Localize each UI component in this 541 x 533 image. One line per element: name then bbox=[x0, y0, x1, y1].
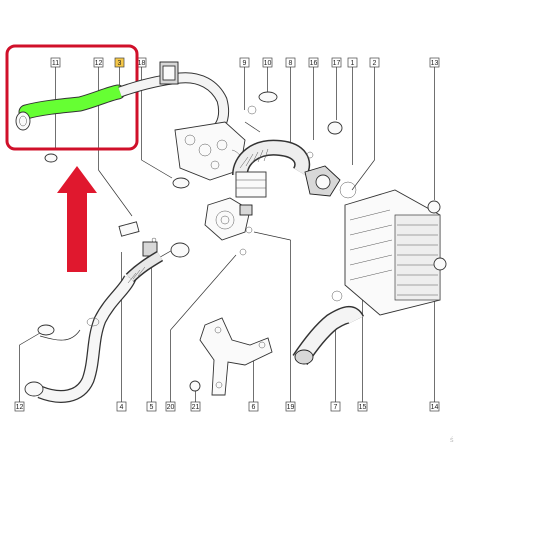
hose-clamp bbox=[37, 324, 55, 336]
callout-label: 12 bbox=[16, 404, 24, 411]
corrugated-hose bbox=[232, 91, 311, 198]
connector-small bbox=[118, 221, 158, 257]
callout-label: 11 bbox=[52, 60, 59, 67]
callout-label: 8 bbox=[289, 60, 293, 67]
watermark: ś bbox=[450, 437, 454, 444]
grommet-21 bbox=[189, 380, 201, 392]
grommet-14 bbox=[433, 257, 447, 271]
sensor-16 bbox=[304, 121, 357, 199]
callout-label: 7 bbox=[334, 404, 338, 411]
outlet-pipe bbox=[292, 306, 365, 366]
callout-label: 13 bbox=[431, 60, 439, 67]
callout-label: 5 bbox=[150, 404, 154, 411]
hose-clamp bbox=[327, 121, 343, 135]
mounting-bracket bbox=[189, 317, 273, 396]
charge-pipe-highlighted bbox=[15, 84, 126, 163]
hose-body bbox=[235, 171, 267, 198]
callout-label: 9 bbox=[243, 60, 247, 67]
callout-label: 21 bbox=[192, 404, 200, 411]
intercooler bbox=[331, 189, 447, 316]
hose-end bbox=[294, 349, 314, 365]
hose-clamp bbox=[172, 177, 190, 189]
callout-label: 17 bbox=[333, 60, 341, 67]
bottom-callouts: 12 4 5 20 21 6 19 7 15 14 bbox=[14, 401, 440, 412]
callout-label: 3 bbox=[118, 60, 122, 67]
hose-end-clamp bbox=[15, 111, 31, 131]
highlight-frame bbox=[5, 44, 139, 151]
top-callouts: 11 12 3 18 9 10 8 16 17 1 2 13 bbox=[50, 57, 440, 68]
intake-pipe-top bbox=[118, 61, 230, 189]
callout-label: 2 bbox=[373, 60, 377, 67]
callout-label: 1 bbox=[351, 60, 355, 67]
hose-clamp bbox=[44, 153, 58, 163]
callout-label: 16 bbox=[310, 60, 318, 67]
callout-label: 15 bbox=[359, 404, 367, 411]
duct-end bbox=[24, 381, 44, 397]
long-air-duct bbox=[24, 250, 164, 403]
callout-label: 20 bbox=[167, 404, 175, 411]
throttle-body bbox=[170, 197, 253, 258]
hose-clamp bbox=[258, 91, 278, 103]
callout-label: 4 bbox=[120, 404, 124, 411]
highlighted-hose bbox=[19, 85, 125, 119]
callout-label: 6 bbox=[252, 404, 256, 411]
spring-clip bbox=[247, 105, 257, 115]
callout-label: 12 bbox=[95, 60, 103, 67]
o-ring bbox=[339, 181, 357, 199]
hose-clamp bbox=[170, 242, 190, 258]
callout-label: 18 bbox=[138, 60, 146, 67]
callout-label: 19 bbox=[287, 404, 295, 411]
bolt-13 bbox=[427, 200, 441, 214]
callout-label: 10 bbox=[264, 60, 272, 67]
pointer-arrow bbox=[57, 166, 97, 272]
callout-label: 14 bbox=[431, 404, 439, 411]
